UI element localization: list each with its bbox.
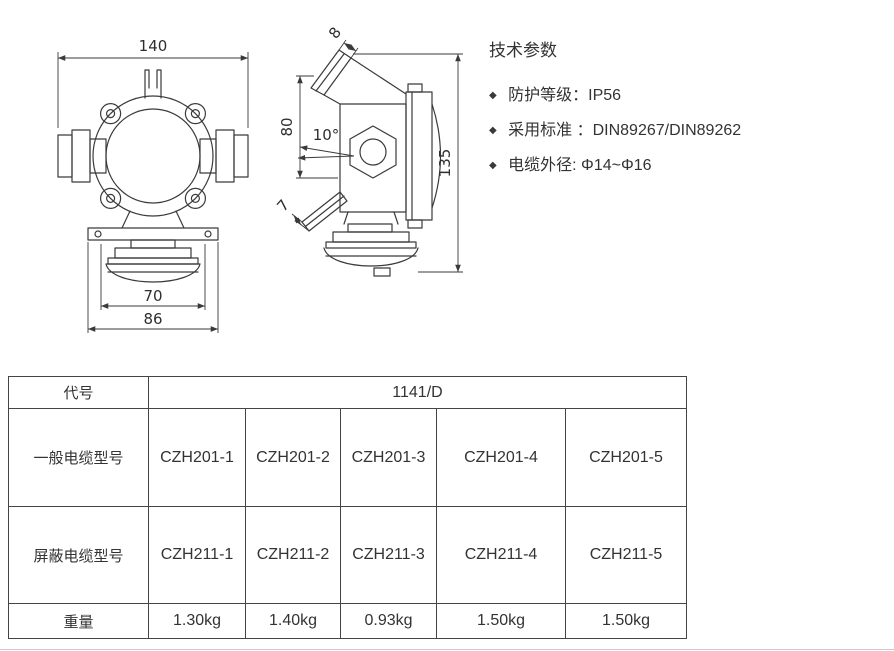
spec-text-standard: 采用标准 ：DIN89267/DIN89262 bbox=[508, 122, 742, 139]
dim-front-base-width: 86 bbox=[87, 242, 219, 333]
cell-value: CZH211-4 bbox=[436, 506, 566, 604]
table-row-weight: 重量 1.30kg 1.40kg 0.93kg 1.50kg 1.50kg bbox=[8, 603, 687, 639]
cell-value: CZH211-1 bbox=[148, 506, 246, 604]
dim-front-inner-width: 70 bbox=[100, 244, 206, 310]
cell-value: 1.50kg bbox=[565, 603, 687, 639]
side-view: 8 80 10° 7 1 bbox=[273, 24, 463, 277]
dim-label-10deg: 10° bbox=[313, 126, 340, 144]
technical-drawing: 140 70 86 bbox=[57, 24, 463, 333]
front-view-body bbox=[57, 69, 249, 283]
cell-value: 1.40kg bbox=[245, 603, 341, 639]
specs-title: 技术参数 bbox=[489, 41, 557, 60]
dim-side-upper-height: 80 bbox=[278, 75, 338, 179]
dim-label-7: 7 bbox=[273, 196, 293, 215]
dim-label-140: 140 bbox=[139, 37, 168, 55]
dim-label-8: 8 bbox=[325, 24, 345, 43]
cell-value: 1.50kg bbox=[436, 603, 566, 639]
cell-value: CZH211-3 bbox=[340, 506, 437, 604]
cell-value: CZH201-2 bbox=[245, 408, 341, 507]
cell-code-value: 1141/D bbox=[148, 376, 687, 409]
spec-text-cable-diameter: 电缆外径: Φ14~Φ16 bbox=[508, 157, 652, 174]
dim-label-86: 86 bbox=[143, 310, 162, 328]
diamond-bullet-icon: ◆ bbox=[489, 160, 497, 171]
table-row-shielded-cable: 屏蔽电缆型号 CZH211-1 CZH211-2 CZH211-3 CZH211… bbox=[8, 506, 687, 604]
cell-code-label: 代号 bbox=[8, 376, 149, 409]
table-row-code: 代号 1141/D bbox=[8, 376, 687, 409]
spec-text-protection: 防护等级：IP56 bbox=[508, 87, 622, 104]
diamond-bullet-icon: ◆ bbox=[489, 125, 497, 136]
dim-label-80: 80 bbox=[278, 117, 296, 136]
specs-list: ◆ 防护等级：IP56 ◆ 采用标准 ：DIN89267/DIN89262 ◆ … bbox=[489, 85, 879, 177]
dim-label-70: 70 bbox=[143, 287, 162, 305]
diamond-bullet-icon: ◆ bbox=[489, 90, 497, 101]
dim-front-overall-width: 140 bbox=[57, 37, 249, 128]
side-view-body bbox=[301, 49, 442, 277]
dim-side-tilt-angle: 10° bbox=[297, 126, 355, 161]
tech-specs-panel: 技术参数 ◆ 防护等级：IP56 ◆ 采用标准 ：DIN89267/DIN892… bbox=[489, 36, 879, 190]
dim-label-135: 135 bbox=[436, 149, 454, 178]
cell-value: CZH201-3 bbox=[340, 408, 437, 507]
spec-item-standard: ◆ 采用标准 ：DIN89267/DIN89262 bbox=[489, 120, 879, 142]
cell-row-label: 一般电缆型号 bbox=[8, 408, 149, 507]
cell-value: CZH211-2 bbox=[245, 506, 341, 604]
cell-row-label: 屏蔽电缆型号 bbox=[8, 506, 149, 604]
cell-value: 0.93kg bbox=[340, 603, 437, 639]
front-view: 140 70 86 bbox=[57, 37, 249, 333]
cell-value: 1.30kg bbox=[148, 603, 246, 639]
spec-item-cable-diameter: ◆ 电缆外径: Φ14~Φ16 bbox=[489, 155, 879, 177]
cell-value: CZH201-1 bbox=[148, 408, 246, 507]
cell-value: CZH211-5 bbox=[565, 506, 687, 604]
cell-value: CZH201-4 bbox=[436, 408, 566, 507]
dim-side-cap-thickness: 8 bbox=[325, 24, 359, 59]
model-table: 代号 1141/D 一般电缆型号 CZH201-1 CZH201-2 CZH20… bbox=[8, 376, 687, 639]
dim-side-gland-thickness: 7 bbox=[273, 196, 310, 232]
bottom-divider bbox=[0, 649, 894, 650]
cell-row-label: 重量 bbox=[8, 603, 149, 639]
spec-item-protection: ◆ 防护等级：IP56 bbox=[489, 85, 879, 107]
cell-value: CZH201-5 bbox=[565, 408, 687, 507]
table-row-general-cable: 一般电缆型号 CZH201-1 CZH201-2 CZH201-3 CZH201… bbox=[8, 408, 687, 507]
dim-side-overall-height: 135 bbox=[353, 53, 463, 273]
